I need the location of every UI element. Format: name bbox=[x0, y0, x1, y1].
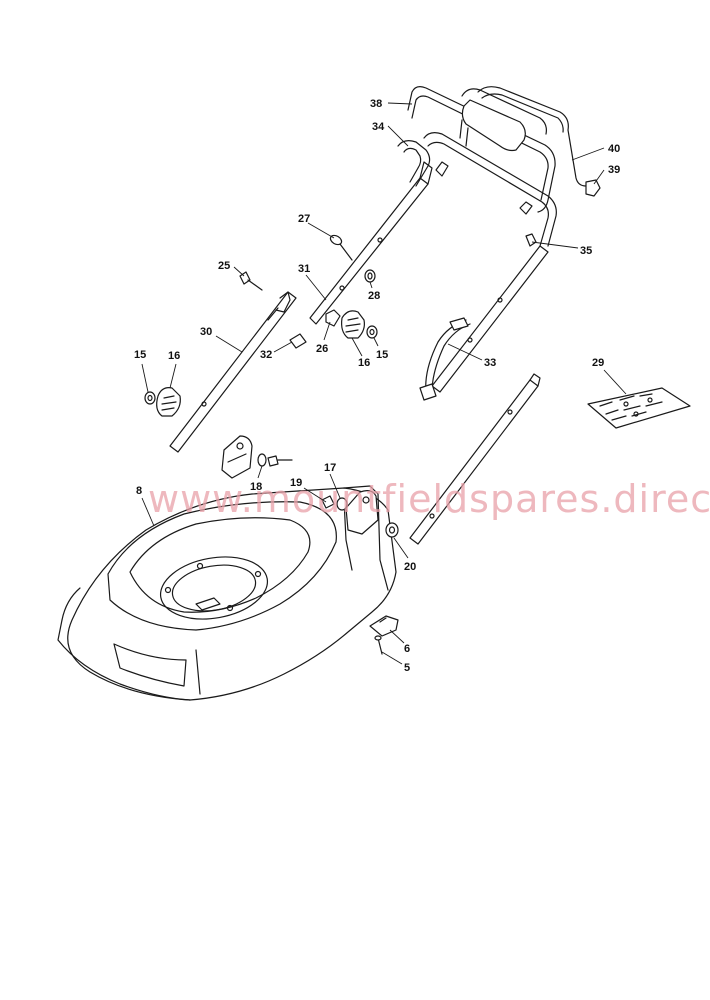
watermark-text: www.mountfieldspares.direct bbox=[148, 477, 710, 521]
lever-clip bbox=[585, 179, 601, 197]
callout-17: 17 bbox=[324, 462, 336, 474]
bolt-17 bbox=[267, 455, 293, 467]
callout-34: 34 bbox=[372, 121, 385, 133]
control-cable bbox=[419, 317, 471, 401]
callout-35: 35 bbox=[580, 245, 592, 257]
left-handle-mount bbox=[221, 435, 253, 479]
callout-31: 31 bbox=[298, 263, 310, 275]
callout-19: 19 bbox=[290, 477, 302, 489]
mower-deck bbox=[57, 485, 397, 701]
right-handle-tube bbox=[431, 245, 549, 393]
callout-15-left: 15 bbox=[134, 349, 146, 361]
callout-38: 38 bbox=[370, 98, 382, 110]
callout-18: 18 bbox=[250, 481, 262, 493]
callout-26: 26 bbox=[316, 343, 328, 355]
right-handle-mount bbox=[345, 490, 379, 535]
callout-29: 29 bbox=[592, 357, 604, 369]
cable-lever bbox=[477, 86, 587, 187]
washer-18 bbox=[257, 453, 267, 467]
callout-labels: 38 34 40 39 27 35 25 31 28 30 32 26 16 1… bbox=[134, 98, 620, 674]
callout-16-right: 16 bbox=[358, 357, 370, 369]
callout-30: 30 bbox=[200, 326, 212, 338]
washer-15-left bbox=[144, 391, 156, 405]
handle-knob-16-right bbox=[341, 310, 365, 339]
callout-6: 6 bbox=[404, 643, 410, 655]
leader-lines bbox=[141, 102, 627, 665]
callout-28: 28 bbox=[368, 290, 380, 302]
callout-15-right: 15 bbox=[376, 349, 388, 361]
callout-40: 40 bbox=[608, 143, 620, 155]
callout-20: 20 bbox=[404, 561, 416, 573]
lower-handle-frame bbox=[397, 132, 557, 247]
callout-16-left: 16 bbox=[168, 350, 180, 362]
callout-5: 5 bbox=[404, 662, 410, 674]
handle-knob-16-left bbox=[156, 387, 181, 417]
right-lower-bracket bbox=[409, 373, 541, 545]
bolt-19 bbox=[321, 495, 335, 509]
spacer-28 bbox=[364, 269, 376, 283]
left-handle-tube bbox=[309, 161, 433, 325]
callout-33: 33 bbox=[484, 357, 496, 369]
washer-15-right bbox=[366, 325, 378, 339]
upper-handle bbox=[407, 86, 556, 213]
callout-39: 39 bbox=[608, 164, 620, 176]
bush-32 bbox=[289, 333, 307, 349]
screw-5 bbox=[374, 635, 383, 655]
knob-26 bbox=[325, 309, 341, 327]
fixing-kit-bag bbox=[587, 387, 691, 429]
callout-27: 27 bbox=[298, 213, 310, 225]
bolt-25 bbox=[239, 271, 263, 291]
callout-25: 25 bbox=[218, 260, 230, 272]
nut-17 bbox=[336, 497, 348, 511]
spacer-20 bbox=[385, 522, 399, 538]
callout-8: 8 bbox=[136, 485, 142, 497]
left-lower-bracket bbox=[169, 291, 297, 453]
callout-32: 32 bbox=[260, 349, 272, 361]
